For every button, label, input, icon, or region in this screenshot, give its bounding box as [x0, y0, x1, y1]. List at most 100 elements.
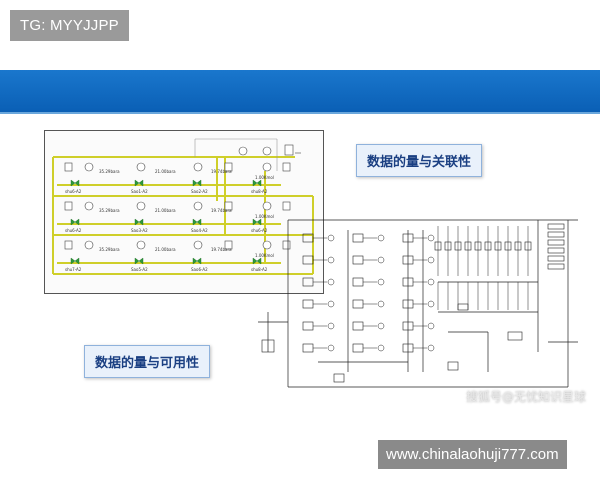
gauge-icon	[193, 201, 203, 211]
component-box	[454, 241, 462, 251]
component-node	[377, 300, 385, 308]
component-node	[327, 278, 335, 286]
component-box	[444, 241, 452, 251]
scada-process-screen: 35.29bara 21.00bara 19.74bara 1.00Kmol shu6-…	[44, 130, 324, 294]
valve-icon	[252, 179, 262, 187]
component-node	[327, 256, 335, 264]
component-box	[352, 299, 364, 309]
gauge-icon	[193, 162, 203, 172]
banner-underline	[0, 112, 600, 114]
component-box	[434, 241, 442, 251]
sohu-watermark: 搜狐号@无忧知识星球	[466, 390, 587, 404]
component-box	[547, 223, 565, 230]
equipment-label: Sao5-A2	[131, 267, 148, 272]
watermark-bottom: www.chinalaohuji777.com	[378, 440, 567, 469]
component-node	[377, 344, 385, 352]
component-box	[302, 233, 314, 243]
component-node	[427, 300, 435, 308]
component-box	[352, 343, 364, 353]
equipment-box	[224, 240, 233, 250]
component-node	[327, 300, 335, 308]
schematic-components	[261, 223, 565, 383]
equipment-label: shu8-A2	[251, 267, 268, 272]
equipment-label: Sao2-A2	[191, 189, 208, 194]
pressure-reading: 19.74bara	[211, 247, 232, 252]
plant-schematic	[258, 219, 578, 388]
equipment-label: shu6-A2	[65, 228, 82, 233]
equipment-label: Sao6-A2	[191, 267, 208, 272]
gauge-icon	[136, 162, 146, 172]
component-box	[302, 277, 314, 287]
component-node	[377, 322, 385, 330]
component-box	[352, 321, 364, 331]
component-box	[457, 303, 469, 311]
component-node	[377, 234, 385, 242]
scada-diagram: 35.29bara 21.00bara 19.74bara 1.00Kmol shu6-…	[52, 138, 314, 275]
gauge-icon	[262, 162, 272, 172]
valve-icon	[192, 179, 202, 187]
equipment-box	[64, 240, 73, 250]
pressure-reading: 19.74bara	[211, 208, 232, 213]
component-box	[547, 247, 565, 254]
flow-reading: 1.00Kmol	[255, 175, 274, 180]
component-box	[302, 255, 314, 265]
gauge-icon	[84, 240, 94, 250]
equipment-box	[64, 201, 73, 211]
equipment-box	[64, 162, 73, 172]
component-box	[474, 241, 482, 251]
component-box	[464, 241, 472, 251]
valve-icon	[134, 257, 144, 265]
equipment-label: shu6-A2	[251, 228, 268, 233]
component-node	[427, 234, 435, 242]
component-box	[547, 263, 565, 270]
component-box	[352, 277, 364, 287]
equipment-box	[282, 201, 291, 211]
callout-usability: 数据的量与可用性	[84, 345, 211, 378]
callout-relation: 数据的量与关联性	[356, 144, 483, 177]
valve-icon	[192, 257, 202, 265]
gauge-icon	[84, 162, 94, 172]
equipment-box	[282, 162, 291, 172]
component-box	[514, 241, 522, 251]
component-box	[333, 373, 345, 383]
equipment-label: Sao4-A2	[191, 228, 208, 233]
component-box	[302, 299, 314, 309]
slide-banner	[0, 70, 600, 112]
component-node	[427, 344, 435, 352]
gauge-icon	[193, 240, 203, 250]
component-box	[547, 255, 565, 262]
component-box	[494, 241, 502, 251]
equipment-box	[224, 162, 233, 172]
valve-icon	[70, 218, 80, 226]
equipment-label: shu6-A2	[65, 189, 82, 194]
schematic-lines	[258, 219, 578, 388]
component-box	[352, 233, 364, 243]
component-box	[524, 241, 532, 251]
component-box	[302, 343, 314, 353]
component-box	[504, 241, 512, 251]
equipment-label: Sao1-A2	[131, 189, 148, 194]
scada-row: 35.29bara 21.00bara 19.74bara 1.00Kmol shu6-…	[64, 201, 291, 233]
pressure-reading: 21.00bara	[155, 208, 176, 213]
watermark-top: TG: MYYJJPP	[10, 10, 129, 41]
gauge-icon	[262, 201, 272, 211]
gauge-icon	[136, 201, 146, 211]
equipment-label: Sao3-A2	[131, 228, 148, 233]
gauge-icon	[136, 240, 146, 250]
valve-icon	[252, 218, 262, 226]
equipment-label: shu8-A2	[251, 189, 268, 194]
component-box	[302, 321, 314, 331]
component-box	[352, 255, 364, 265]
equipment-label: shu7-A2	[65, 267, 82, 272]
pressure-reading: 35.29bara	[99, 208, 120, 213]
component-node	[377, 278, 385, 286]
component-node	[427, 256, 435, 264]
component-node	[377, 256, 385, 264]
pressure-reading: 19.74bara	[211, 169, 232, 174]
component-node	[327, 344, 335, 352]
equipment-box	[224, 201, 233, 211]
component-box	[507, 331, 523, 341]
flow-reading: 1.00Kmol	[255, 214, 274, 219]
